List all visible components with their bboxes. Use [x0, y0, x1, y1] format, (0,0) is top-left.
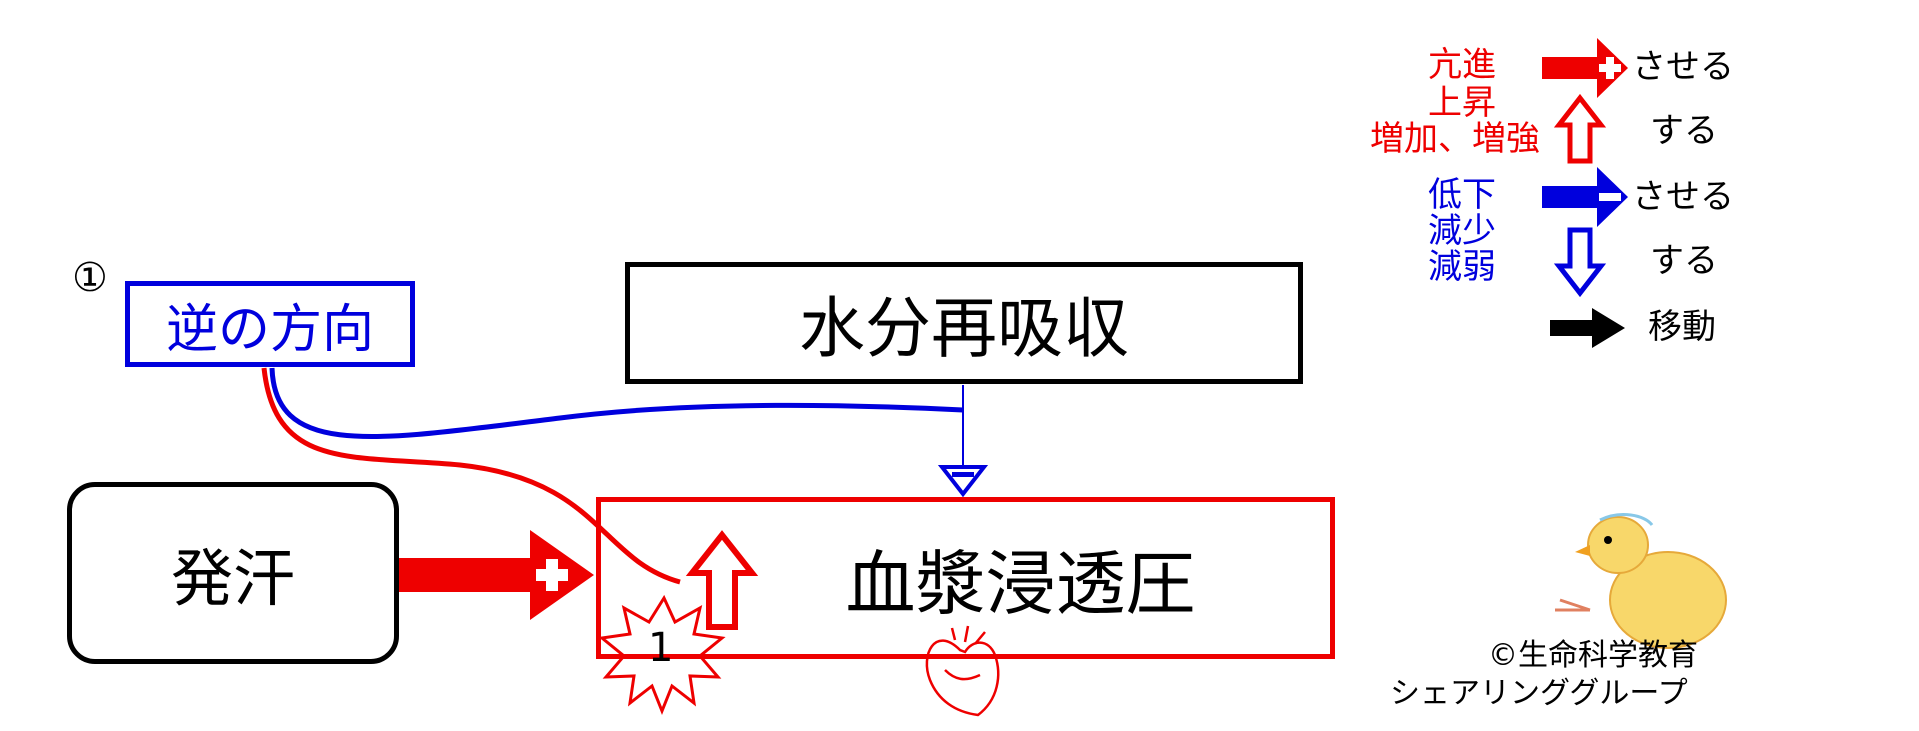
legend-up-arrow [1553, 93, 1607, 164]
minus-sign-icon [952, 472, 974, 477]
sweat-label: 発汗 [170, 542, 295, 615]
legend-increase-2: 上昇 [1428, 83, 1496, 123]
badge-number: 1 [648, 625, 674, 671]
legend-move: 移動 [1648, 307, 1716, 347]
credit-line-1: ©生命科学教育 [1488, 638, 1698, 673]
chick-icon [1555, 513, 1727, 649]
plus-arrow [398, 530, 594, 620]
credit-line-2: シェアリンググループ [1390, 676, 1688, 711]
legend-make-1: させる [1632, 47, 1734, 87]
legend-move-arrow [1550, 308, 1625, 348]
plus-sign-v [546, 559, 558, 591]
reverse-label: 逆の方向 [165, 299, 374, 360]
legend-decrease-2: 減少 [1428, 211, 1496, 251]
reverse-box: 逆の方向 [125, 281, 415, 367]
legend-down-arrow [1553, 227, 1607, 298]
sweat-box: 発汗 [67, 482, 399, 664]
legend-plus-v [1606, 57, 1614, 79]
plasma-box: 血漿浸透圧 [596, 497, 1335, 659]
minus-arrow-head [937, 465, 989, 498]
legend-do-1: する [1650, 111, 1718, 151]
up-arrow-icon [685, 530, 759, 630]
legend-do-2: する [1650, 241, 1718, 281]
water-box: 水分再吸収 [625, 262, 1303, 384]
red-connector [261, 367, 681, 585]
legend-plus-arrow [1542, 38, 1628, 98]
plasma-label: 血漿浸透圧 [845, 542, 1196, 625]
water-label: 水分再吸収 [799, 290, 1129, 367]
legend-minus-arrow [1542, 167, 1628, 227]
legend-increase-1: 亢進 [1428, 45, 1496, 85]
legend-decrease-1: 低下 [1428, 175, 1496, 215]
legend-increase-3: 増加、増強 [1370, 119, 1540, 159]
blue-connector [269, 367, 964, 439]
legend-minus-sign [1599, 193, 1621, 201]
reverse-marker: ① [72, 255, 108, 301]
legend-make-2: させる [1632, 177, 1734, 217]
legend-decrease-3: 減弱 [1428, 247, 1496, 287]
